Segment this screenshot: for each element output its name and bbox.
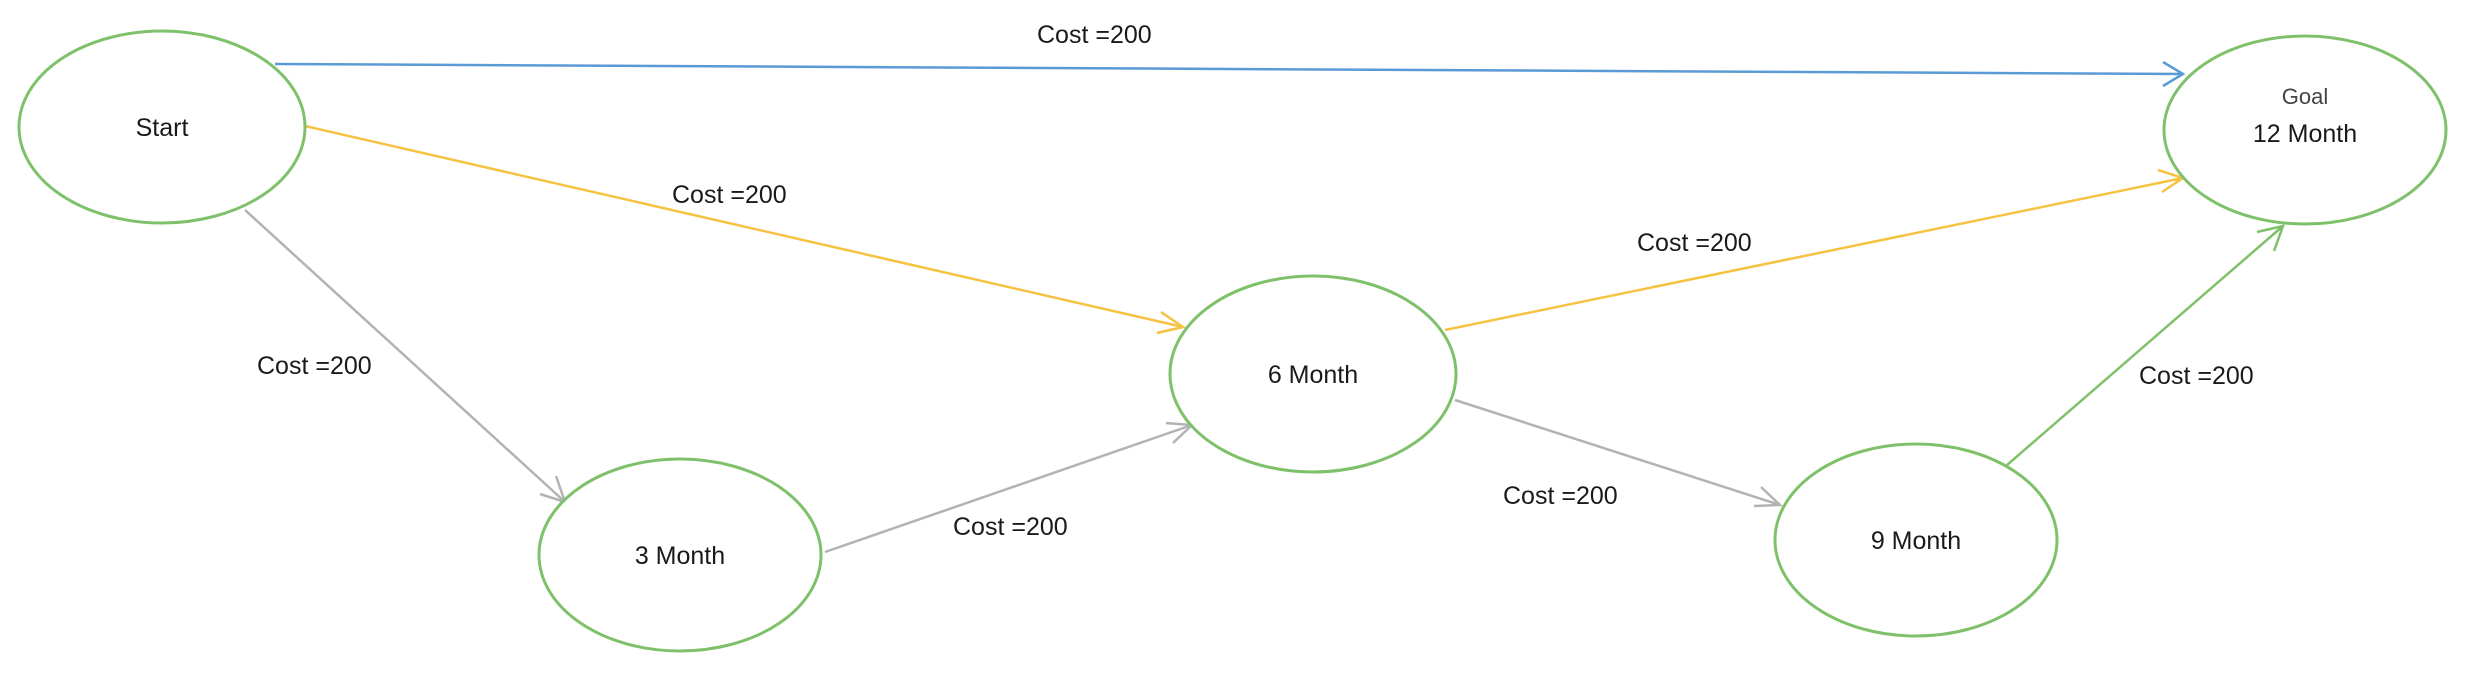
edge-label-9month-goal: Cost =200 <box>2139 362 2254 390</box>
node-6-month: 6 Month <box>1168 274 1458 474</box>
edge-3month-6month <box>824 423 1193 554</box>
node-9-month-label: 9 Month <box>1871 527 1961 555</box>
node-goal-label-bottom: 12 Month <box>2253 120 2357 148</box>
node-start: Start <box>17 29 307 225</box>
edge-start-6month <box>304 124 1184 329</box>
node-3-month-label: 3 Month <box>635 542 725 570</box>
edges <box>244 60 2285 554</box>
arrowhead-start-6month <box>1156 310 1187 335</box>
arrowhead-9month-goal <box>2256 224 2285 252</box>
edge-6month-goal <box>1444 176 2184 332</box>
edge-start-3month <box>244 209 566 503</box>
arrowhead-start-goal <box>2162 60 2186 88</box>
edge-label-3month-6month: Cost =200 <box>953 513 1068 541</box>
node-9-month-ellipse <box>1773 442 2059 638</box>
node-goal-ellipse <box>2162 34 2448 226</box>
node-goal: Goal 12 Month <box>2162 34 2448 226</box>
node-6-month-label: 6 Month <box>1268 361 1358 389</box>
edge-label-start-goal: Cost =200 <box>1037 21 1152 49</box>
node-start-label: Start <box>136 114 189 142</box>
node-goal-label-top: Goal <box>2282 84 2328 109</box>
node-9-month: 9 Month <box>1773 442 2059 638</box>
node-3-month-ellipse <box>537 457 823 653</box>
edge-label-start-3month: Cost =200 <box>257 352 372 380</box>
edge-9month-goal <box>2006 225 2284 466</box>
edge-label-6month-goal: Cost =200 <box>1637 229 1752 257</box>
edge-6month-9month <box>1454 398 1781 507</box>
arrowhead-6month-9month <box>1753 486 1784 508</box>
edge-label-start-6month: Cost =200 <box>672 181 787 209</box>
edge-labels: Cost =200 Cost =200 Cost =200 Cost =200 … <box>257 21 2254 541</box>
edge-start-goal <box>274 62 2184 76</box>
node-6-month-ellipse <box>1168 274 1458 474</box>
edge-label-6month-9month: Cost =200 <box>1503 482 1618 510</box>
node-3-month: 3 Month <box>537 457 823 653</box>
node-start-ellipse <box>17 29 307 225</box>
